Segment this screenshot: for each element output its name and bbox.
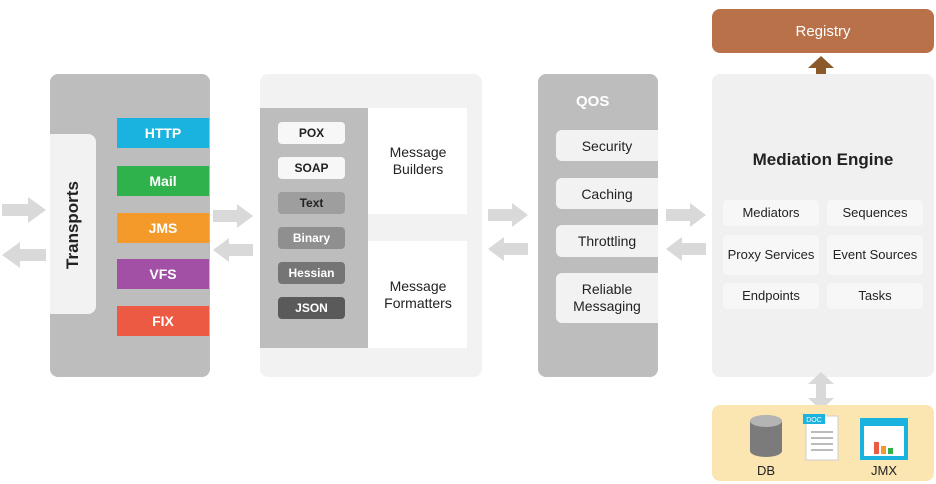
format-soap[interactable]: SOAP [278, 157, 345, 179]
mediation-mediators[interactable]: Mediators [723, 200, 819, 226]
qos-throttling[interactable]: Throttling [556, 225, 658, 257]
jmx-label: JMX [871, 462, 897, 478]
mediation-engine-title: Mediation Engine [752, 150, 894, 169]
qos-security[interactable]: Security [556, 130, 658, 161]
mediation-storage-arrow [808, 372, 834, 410]
db-icon [750, 415, 782, 457]
format-pox[interactable]: POX [278, 122, 345, 144]
transports-title-bar [50, 134, 96, 314]
mediation-endpoints[interactable]: Endpoints [723, 283, 819, 309]
message-builders-box [368, 108, 467, 214]
arrow-mediation-to-qos [666, 237, 706, 261]
message-formatters-box [368, 241, 467, 348]
transports-title: Transports [63, 181, 82, 269]
qos-reliable-messaging[interactable]: Reliable Messaging [556, 273, 658, 323]
outbound-arrow-left [2, 242, 46, 268]
format-binary[interactable]: Binary [278, 227, 345, 249]
format-hessian[interactable]: Hessian [278, 262, 345, 284]
transport-fix[interactable]: FIX [117, 306, 209, 336]
jmx-icon [860, 418, 908, 460]
arrow-message-to-transport [213, 238, 253, 262]
message-formatters-label: Message Formatters [384, 277, 452, 312]
qos-caching[interactable]: Caching [556, 178, 658, 209]
arrow-transport-to-message [213, 204, 253, 228]
transport-vfs[interactable]: VFS [117, 259, 209, 289]
mediation-event-sources[interactable]: Event Sources [827, 235, 923, 275]
format-text[interactable]: Text [278, 192, 345, 214]
transport-http[interactable]: HTTP [117, 118, 209, 148]
doc-icon: DOC [803, 414, 839, 461]
message-builders-label: Message Builders [389, 143, 447, 178]
arrow-qos-to-mediation [666, 203, 706, 227]
format-json[interactable]: JSON [278, 297, 345, 319]
registry-label: Registry [795, 22, 851, 40]
inbound-arrow-left [2, 197, 46, 223]
db-label: DB [756, 462, 776, 478]
transport-mail[interactable]: Mail [117, 166, 209, 196]
doc-icon-label: DOC [806, 417, 822, 424]
arrow-message-to-qos [488, 203, 528, 227]
mediation-proxy-services[interactable]: Proxy Services [723, 235, 819, 275]
mediation-tasks[interactable]: Tasks [827, 283, 923, 309]
transport-jms[interactable]: JMS [117, 213, 209, 243]
registry-box[interactable]: Registry [712, 9, 934, 53]
qos-title: QOS [576, 92, 610, 110]
arrow-qos-to-message [488, 237, 528, 261]
mediation-sequences[interactable]: Sequences [827, 200, 923, 226]
